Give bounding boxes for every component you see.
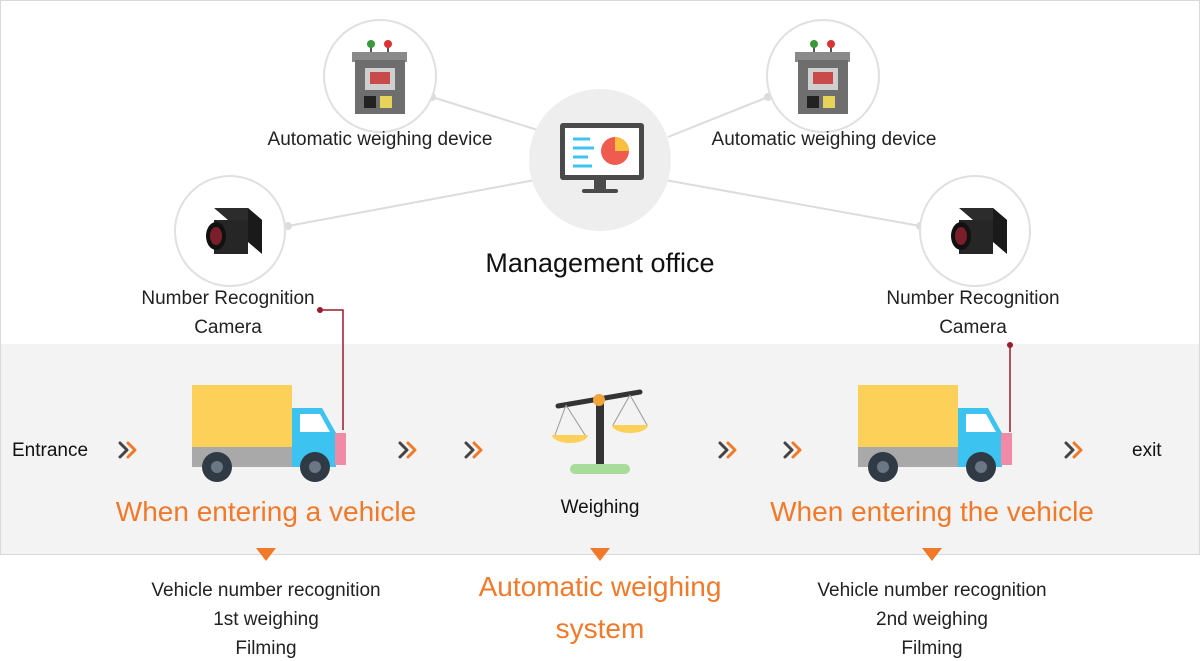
camera-icon <box>919 175 1031 287</box>
list-item: 2nd weighing <box>876 609 988 630</box>
entrance-label: Entrance <box>12 440 89 461</box>
truck-icon <box>192 385 346 482</box>
list-item: Vehicle number recognition <box>151 580 381 601</box>
line-to-right-device <box>667 96 769 138</box>
camera-left-label-line1: Number Recognition <box>141 288 315 309</box>
system-title-line1: Automatic weighing <box>478 571 722 602</box>
list-item: Filming <box>901 638 963 659</box>
double-chevron-icon <box>118 441 1083 459</box>
line-to-left-camera <box>287 179 536 227</box>
camera-left-label-line2: Camera <box>194 317 262 338</box>
monitor-chart-icon <box>529 89 671 231</box>
system-title: Automatic weighing system <box>430 566 770 650</box>
camera-left-label: Number Recognition Camera <box>118 284 338 342</box>
endpoint-dot <box>284 222 292 230</box>
camera-connector-left <box>317 307 344 430</box>
left-stage-list: Vehicle number recognition 1st weighing … <box>116 576 416 661</box>
exit-label: exit <box>1132 440 1162 461</box>
weighing-device-icon <box>766 19 880 133</box>
camera-right-label-line1: Number Recognition <box>886 288 1060 309</box>
list-item: Vehicle number recognition <box>817 580 1047 601</box>
stage-right-title: When entering the vehicle <box>770 496 1094 527</box>
line-to-right-camera <box>664 179 921 227</box>
network-lines <box>287 96 921 227</box>
stage-left-title: When entering a vehicle <box>115 496 417 527</box>
system-title-line2: system <box>555 613 645 644</box>
right-stage-list: Vehicle number recognition 2nd weighing … <box>782 576 1082 661</box>
weighing-device-icon <box>323 19 437 133</box>
list-item: Filming <box>235 638 297 659</box>
camera-icon <box>174 175 286 287</box>
camera-right-label: Number Recognition Camera <box>863 284 1083 342</box>
camera-right-label-line2: Camera <box>939 317 1007 338</box>
device-left-label: Automatic weighing device <box>267 129 493 150</box>
weighing-label: Weighing <box>560 497 640 518</box>
device-right-label: Automatic weighing device <box>711 129 937 150</box>
truck-icon <box>858 385 1012 482</box>
list-item: 1st weighing <box>213 609 319 630</box>
camera-connector-right <box>1007 342 1013 432</box>
office-label: Management office <box>485 248 715 278</box>
scale-icon <box>552 389 648 474</box>
down-triangle-icon <box>256 548 942 561</box>
